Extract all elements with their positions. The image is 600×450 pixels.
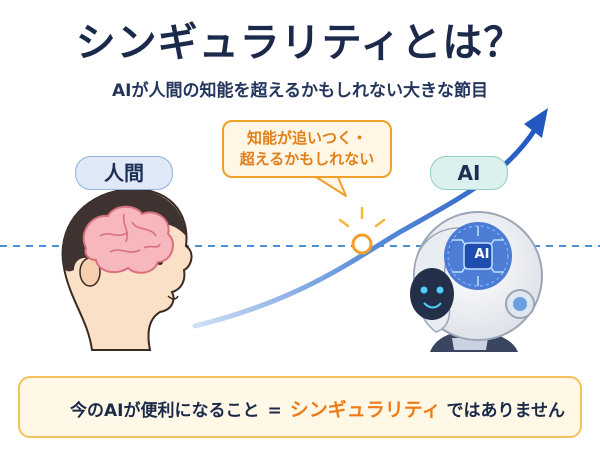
page-title: シンギュラリティとは？ xyxy=(75,20,525,66)
bottom-note: 今のAIが便利になること = シンギュラリティ ではありません xyxy=(70,395,590,422)
brain-icon xyxy=(82,205,174,274)
ai-chip-label: AI xyxy=(474,247,490,262)
callout-line-2: 超えるかもしれない xyxy=(239,150,375,168)
spark-icon xyxy=(338,206,386,255)
bottom-note-highlight: シンギュラリティ xyxy=(289,399,441,421)
page-subtitle: AIが人間の知能を超えるかもしれない大きな節目 xyxy=(112,81,488,101)
bottom-note-part2: ではありません xyxy=(446,401,566,421)
bottom-note-box xyxy=(18,376,582,438)
callout-line-1: 知能が追いつく・ xyxy=(246,129,367,147)
robot-icon xyxy=(410,211,543,352)
bottom-note-part1: 今のAIが便利になること xyxy=(70,401,260,421)
human-label: 人間 xyxy=(75,156,173,190)
callout-pointer xyxy=(315,176,347,197)
callout-box: 知能が追いつく・ 超えるかもしれない xyxy=(222,120,392,178)
bottom-note-equals: = xyxy=(267,401,282,421)
arrow-head xyxy=(524,108,548,138)
ai-label: AI xyxy=(430,156,508,190)
